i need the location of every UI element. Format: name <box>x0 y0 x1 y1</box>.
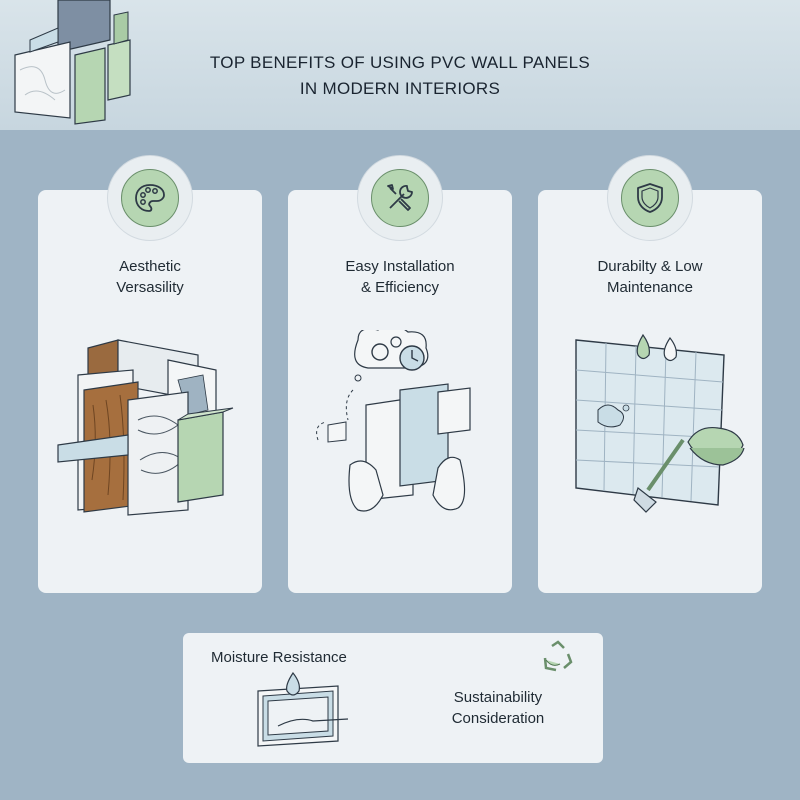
badge <box>607 155 693 241</box>
sustainability-label: Sustainability Consideration <box>433 687 563 729</box>
wall-panels-illustration <box>14 0 131 125</box>
title-line-2: IN MODERN INTERIORS <box>299 79 501 98</box>
card-label-line-2: & Efficiency <box>360 279 440 296</box>
card-label-line-1: Easy Installation <box>345 258 455 275</box>
sustainability-line-1: Sustainability <box>453 689 543 706</box>
recycle-icon <box>543 640 573 672</box>
palette-icon <box>135 184 165 212</box>
installation-illustration <box>316 330 471 512</box>
moisture-resistance-label: Moisture Resistance <box>211 649 347 666</box>
card-durability: Durabilty & Low Maintenance <box>538 155 762 593</box>
card-label: Easy Installation & Efficiency <box>288 256 512 298</box>
shield-icon <box>637 183 663 213</box>
wrench-screwdriver-icon <box>387 184 413 211</box>
tiled-wall-cleaning-illustration <box>575 333 745 513</box>
page-title: TOP BENEFITS OF USING PVC WALL PANELS IN… <box>150 50 650 102</box>
panel-samples-illustration <box>57 339 234 516</box>
card-aesthetic-versatility: Aesthetic Versasility <box>38 155 262 593</box>
card-label-line-1: Aesthetic <box>119 258 181 275</box>
sustainability-line-2: Consideration <box>451 710 545 727</box>
header-banner: TOP BENEFITS OF USING PVC WALL PANELS IN… <box>0 0 800 130</box>
badge <box>107 155 193 241</box>
card-label-line-1: Durabilty & Low <box>597 258 703 275</box>
title-line-1: TOP BENEFITS OF USING PVC WALL PANELS <box>209 53 591 72</box>
moisture-resistance-illustration <box>257 671 349 747</box>
badge <box>357 155 443 241</box>
card-label-line-2: Maintenance <box>607 279 693 296</box>
card-label-line-2: Versasility <box>116 279 184 296</box>
bottom-panel: Moisture Resistance Sustainability Consi… <box>183 633 603 763</box>
card-easy-installation: Easy Installation & Efficiency <box>288 155 512 593</box>
card-label: Aesthetic Versasility <box>38 256 262 298</box>
card-label: Durabilty & Low Maintenance <box>538 256 762 298</box>
